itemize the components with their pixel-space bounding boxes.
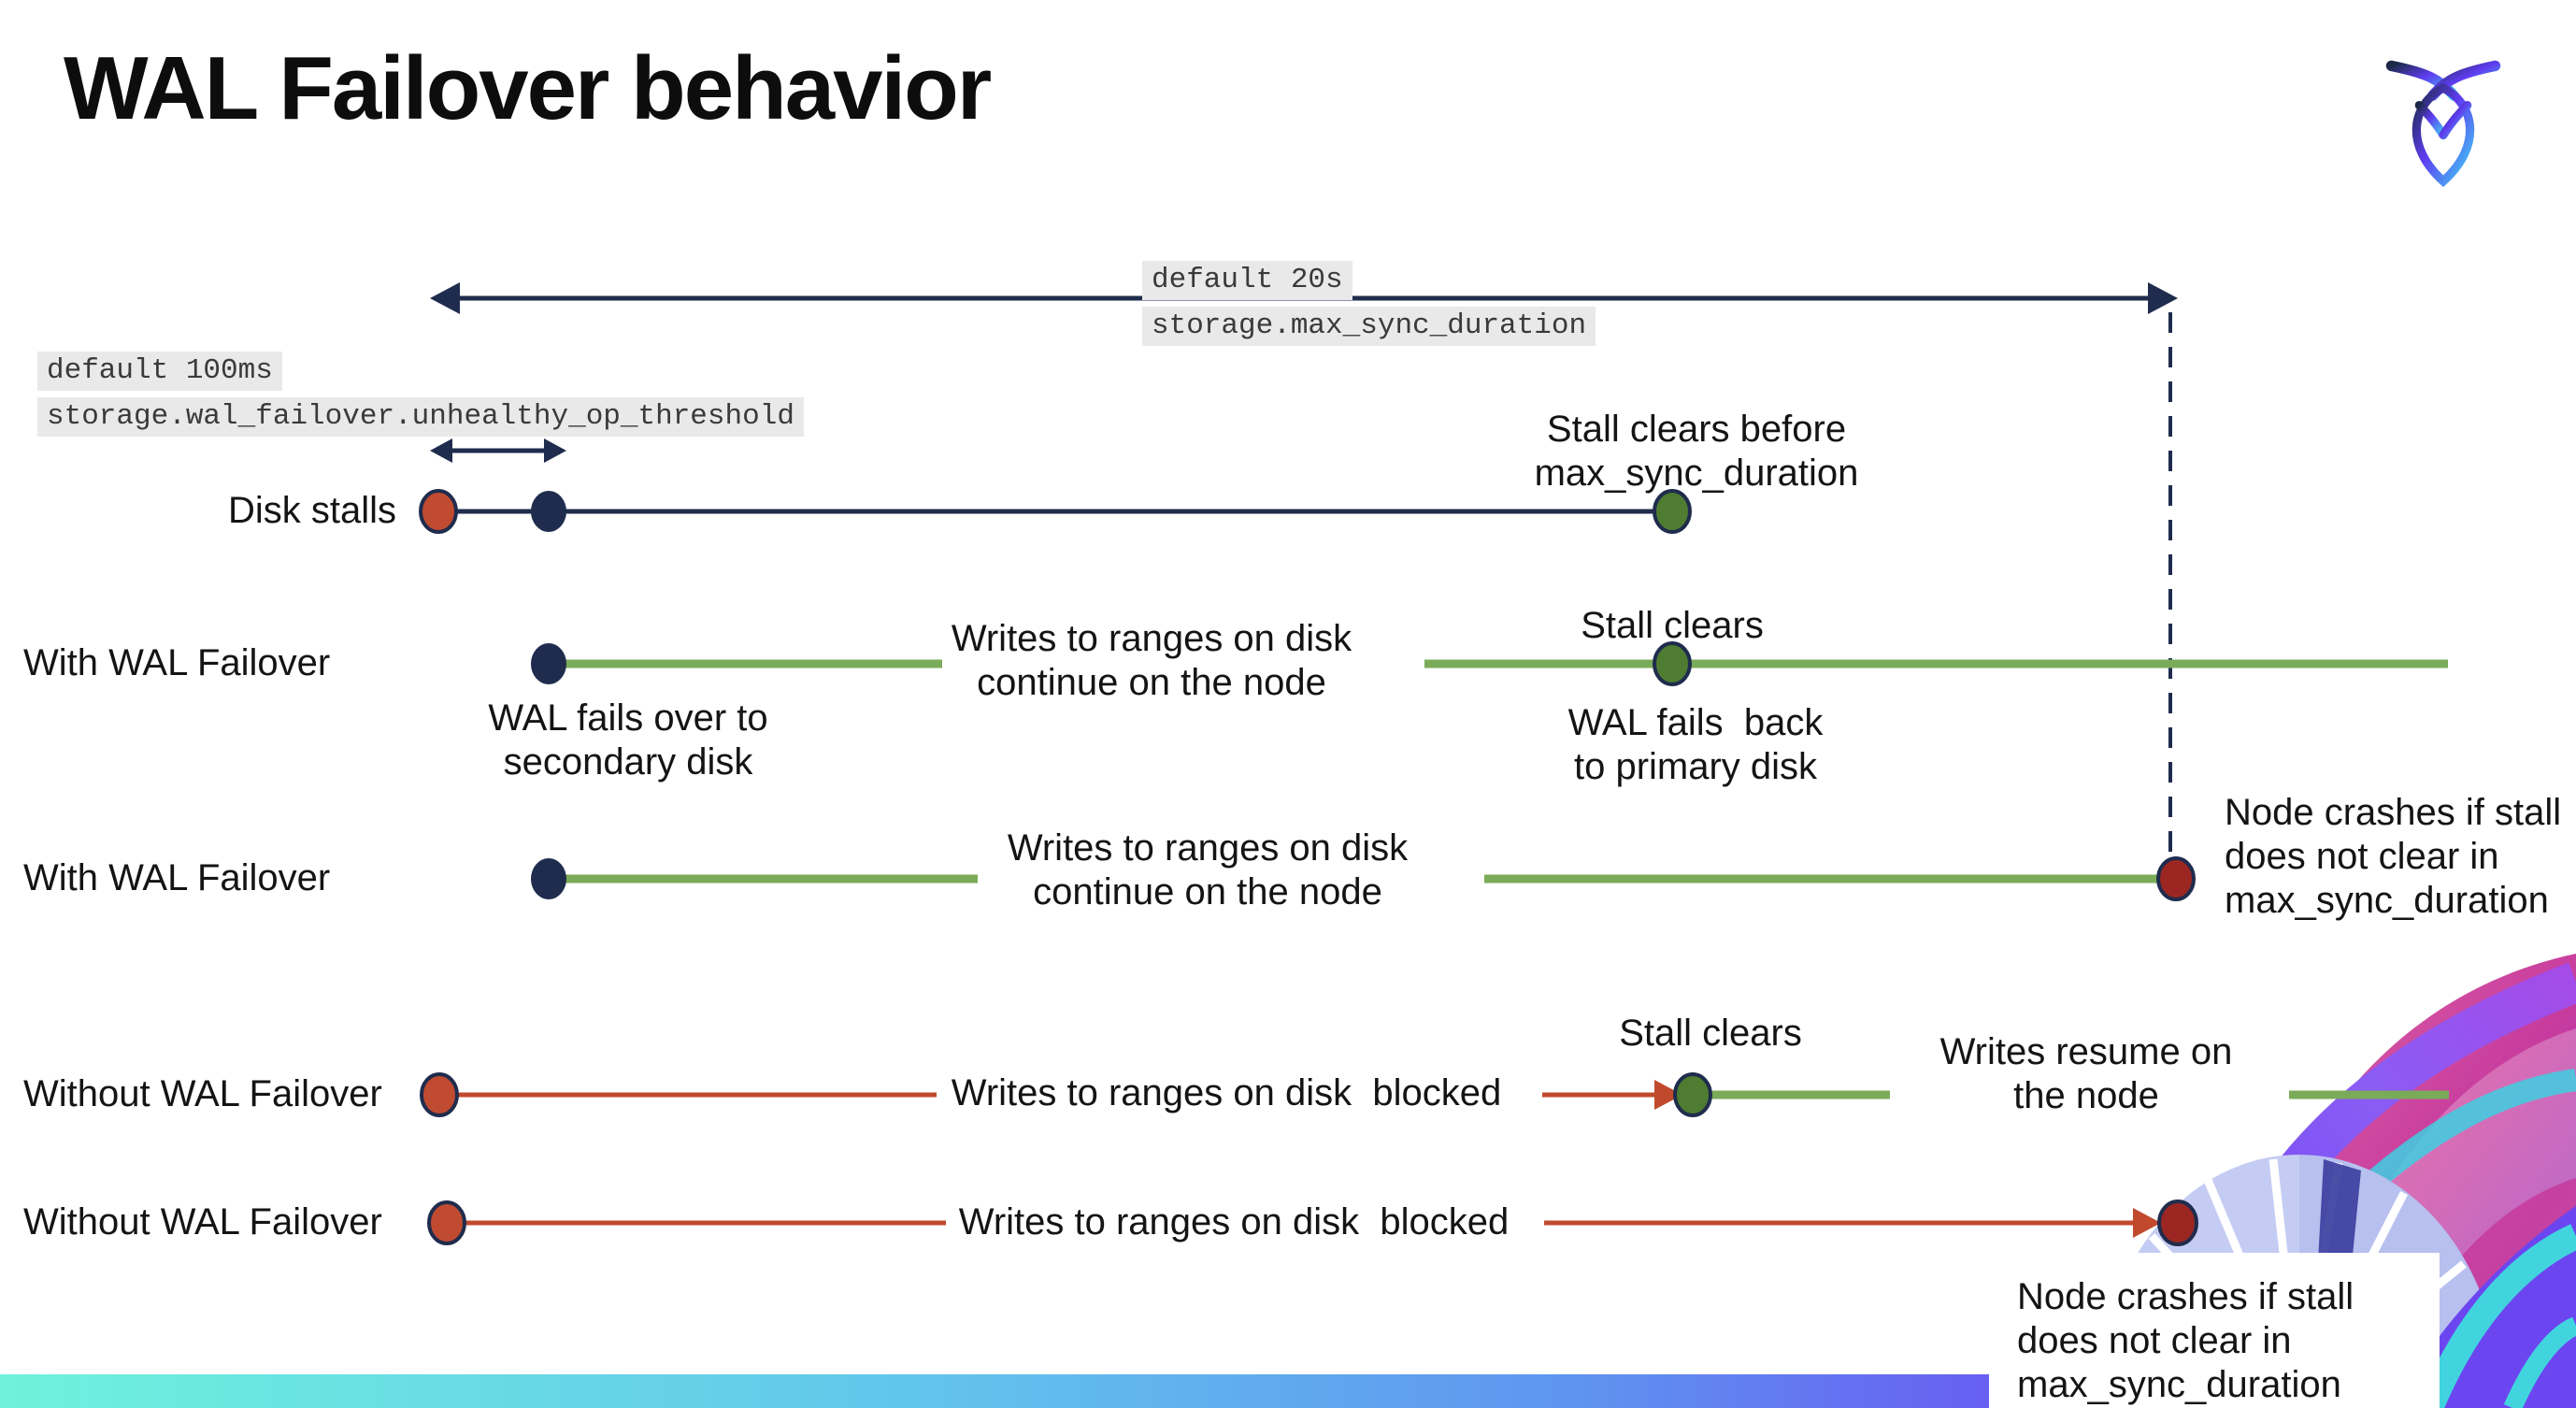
- page-title: WAL Failover behavior: [64, 38, 992, 138]
- stall-start-dot: [427, 1200, 466, 1245]
- writes-blocked-label-2: Writes to ranges on disk blocked: [958, 1201, 1510, 1243]
- node-crashes-note-box: Node crashes if stall does not clear in …: [1989, 1253, 2440, 1408]
- row-label-without-wal-1: Without WAL Failover: [23, 1073, 382, 1114]
- timeline-with-wal-2: [531, 856, 2196, 901]
- stall-clear-dot: [1653, 489, 1692, 534]
- node-crashes-label-2: Node crashes if stall does not clear in …: [2017, 1276, 2354, 1405]
- writes-resume-label: Writes resume on the node: [1939, 1031, 2233, 1116]
- stall-clear-dot: [1653, 641, 1692, 686]
- cockroachdb-logo-icon: [2385, 52, 2501, 187]
- stall-start-dot: [420, 1072, 459, 1117]
- stall-clears-label-2: Stall clears: [1619, 1013, 1802, 1054]
- unhealthy-op-threshold-setting: default 100ms storage.wal_failover.unhea…: [37, 352, 804, 437]
- writes-continue-label-1: Writes to ranges on disk continue on the…: [951, 618, 1352, 703]
- wal-fails-over-label: WAL fails over to secondary disk: [488, 697, 768, 783]
- timeline-without-wal-2: [427, 1200, 2198, 1246]
- red-arrowhead: [2133, 1208, 2161, 1238]
- writes-blocked-label-1: Writes to ranges on disk blocked: [951, 1072, 1502, 1113]
- stall-clears-before-label: Stall clears before max_sync_duration: [1534, 409, 1859, 494]
- timeline-disk-stalls: [419, 489, 1692, 534]
- red-arrowhead: [1654, 1080, 1682, 1110]
- row-label-disk-stalls: Disk stalls: [228, 490, 397, 531]
- stall-clears-label-1: Stall clears: [1581, 605, 1764, 646]
- max-sync-duration-setting: default 20s storage.max_sync_duration: [1142, 261, 1596, 346]
- node-crash-dot: [2157, 1200, 2198, 1246]
- writes-continue-label-2: Writes to ranges on disk continue on the…: [1007, 827, 1409, 912]
- stall-clear-dot: [1673, 1072, 1712, 1117]
- node-crash-dot: [2156, 856, 2196, 901]
- failover-dot: [531, 643, 566, 684]
- unhealthy-op-threshold-arrow: [430, 438, 566, 463]
- timeline-with-wal-1: [531, 641, 2448, 686]
- threshold-dot: [531, 491, 566, 532]
- failover-dot: [531, 858, 566, 899]
- setting-default-value: default 20s: [1142, 261, 1352, 300]
- node-crashes-label-1: Node crashes if stall does not clear in …: [2225, 792, 2562, 921]
- row-label-with-wal-2: With WAL Failover: [23, 857, 331, 898]
- setting-default-value: default 100ms: [37, 352, 282, 391]
- row-label-with-wal-1: With WAL Failover: [23, 642, 331, 683]
- setting-name: storage.max_sync_duration: [1142, 307, 1596, 346]
- stall-start-dot: [419, 489, 458, 534]
- setting-name: storage.wal_failover.unhealthy_op_thresh…: [37, 397, 804, 437]
- row-label-without-wal-2: Without WAL Failover: [23, 1201, 382, 1243]
- wal-fails-back-label: WAL fails back to primary disk: [1567, 702, 1824, 787]
- timeline-without-wal-1: [420, 1072, 2449, 1117]
